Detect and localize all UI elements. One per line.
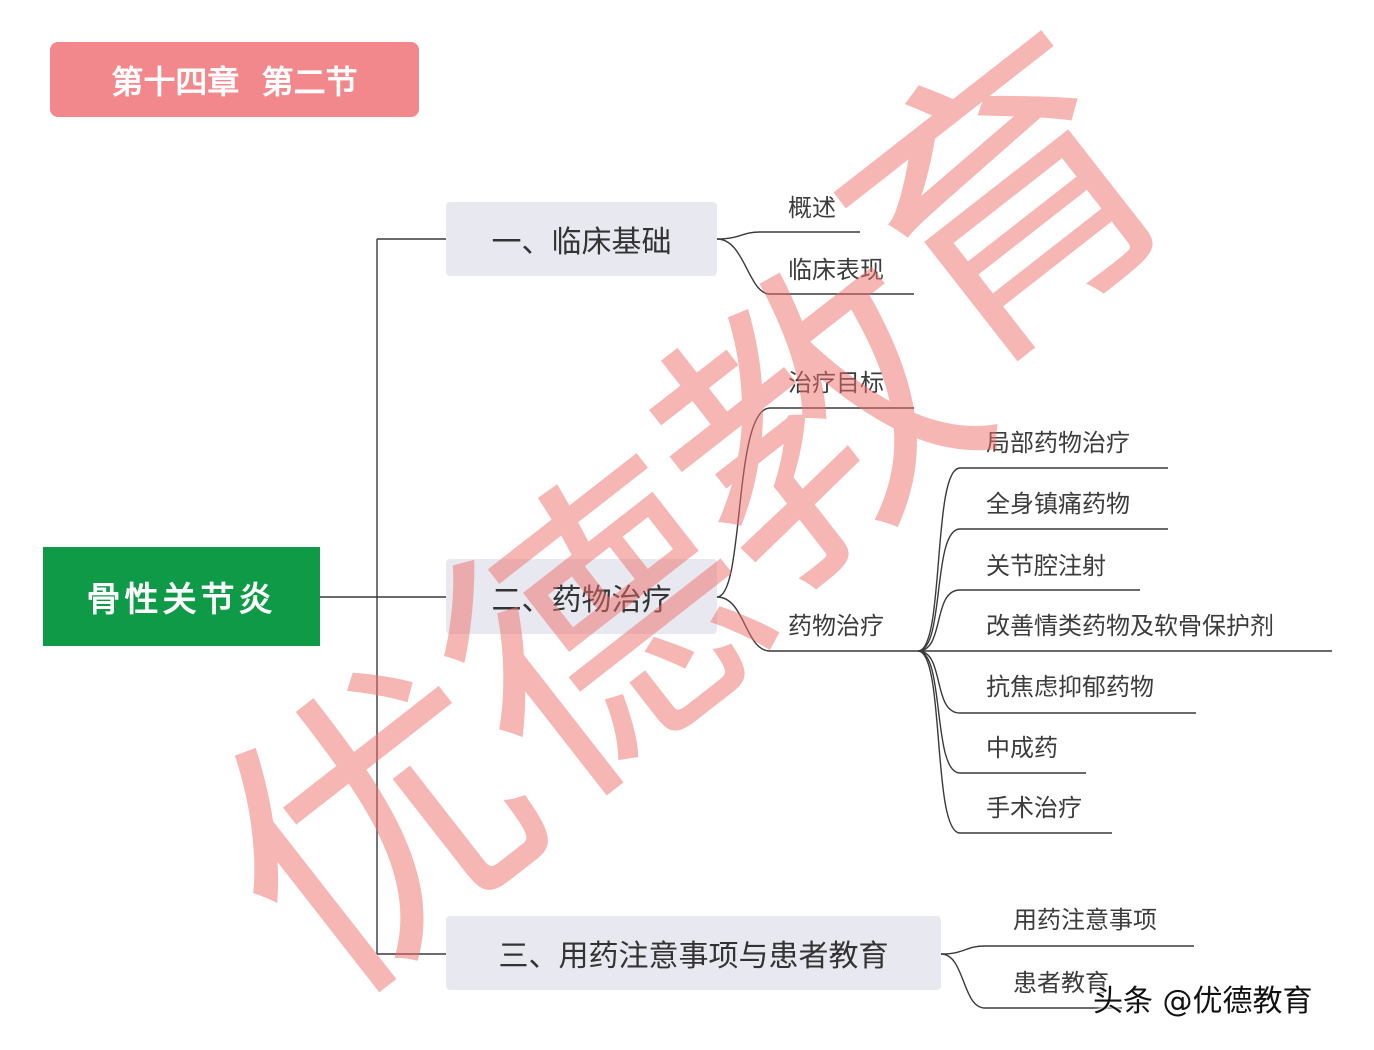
source-credit: 头条 @优德教育: [1093, 984, 1313, 1019]
leaf-overview: 概述: [788, 194, 836, 222]
leaf-clinical-manifestation: 临床表现: [788, 256, 884, 284]
subleaf-surgery: 手术治疗: [986, 794, 1082, 822]
chapter-badge-label: 第十四章 第二节: [111, 62, 358, 101]
leaf-drug-therapy: 药物治疗: [788, 612, 884, 640]
leaf-connector-overview: [716, 231, 860, 240]
root-node-label: 骨性关节炎: [86, 580, 277, 620]
subleaf-chinese-patent-medicine: 中成药: [986, 734, 1058, 762]
branch-node-drug-therapy: 二、药物治疗: [446, 559, 717, 634]
leaf-connector-precautions: [940, 945, 1194, 955]
subleaf-systemic-analgesics: 全身镇痛药物: [986, 490, 1130, 518]
subleaf-connector-6: [917, 650, 1086, 774]
leaf-connector-drug-therapy: [716, 596, 918, 652]
branch-node-label: 三、用药注意事项与患者教育: [498, 939, 889, 974]
root-node: 骨性关节炎: [43, 547, 320, 646]
leaf-medication-precautions: 用药注意事项: [1013, 906, 1157, 934]
branch-node-clinical-basis: 一、临床基础: [446, 202, 717, 276]
chapter-badge: 第十四章 第二节: [50, 42, 419, 117]
subleaf-connector-5: [917, 650, 1196, 714]
branch-node-precautions-education: 三、用药注意事项与患者教育: [446, 916, 941, 990]
leaf-connector-clinical: [716, 238, 914, 295]
leaf-patient-education: 患者教育: [1013, 969, 1109, 997]
leaf-treatment-goal: 治疗目标: [788, 369, 884, 397]
leaf-connector-goal: [716, 407, 914, 598]
subleaf-connector-2: [917, 528, 1168, 652]
leaf-connector-education: [940, 953, 1122, 1009]
branch-node-label: 一、临床基础: [491, 225, 672, 260]
branch-node-label: 二、药物治疗: [491, 582, 672, 618]
subleaf-disease-modifying-drugs: 改善情类药物及软骨保护剂: [986, 612, 1274, 640]
subleaf-connector-3: [917, 589, 1140, 652]
subleaf-intra-articular-injection: 关节腔注射: [986, 552, 1106, 580]
subleaf-topical-drugs: 局部药物治疗: [986, 429, 1130, 457]
subleaf-connector-1: [917, 467, 1168, 652]
subleaf-connector-7: [917, 650, 1112, 834]
subleaf-anti-anxiety-depression: 抗焦虑抑郁药物: [986, 673, 1154, 701]
